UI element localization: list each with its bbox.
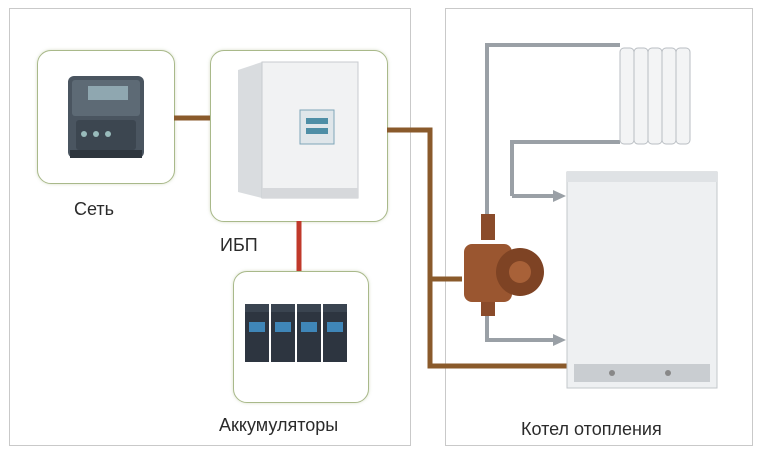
- circulation-pump-icon: [464, 214, 544, 316]
- ups-to-boiler-line: [427, 279, 567, 369]
- ups-to-pump-line: [387, 127, 462, 282]
- return-pipe: [510, 140, 620, 196]
- boiler-label: Котел отопления: [521, 419, 662, 439]
- radiator-icon: [619, 47, 691, 145]
- pump-outlet-pipe: [485, 310, 555, 342]
- heating-pipes: [485, 43, 620, 342]
- batteries-label: Аккумуляторы: [219, 415, 339, 435]
- return-arrow-head: [553, 190, 566, 202]
- ups-label: ИБП: [220, 235, 258, 255]
- pump-outlet-arrow-head: [553, 334, 566, 346]
- grid-label: Сеть: [74, 199, 115, 219]
- battery-bank-icon: [245, 304, 347, 362]
- supply-pipe: [485, 43, 620, 240]
- electricity-meter-icon: [68, 76, 144, 158]
- boiler-icon: [566, 171, 718, 389]
- connections: [174, 115, 567, 369]
- ups-unit-icon: [238, 61, 359, 199]
